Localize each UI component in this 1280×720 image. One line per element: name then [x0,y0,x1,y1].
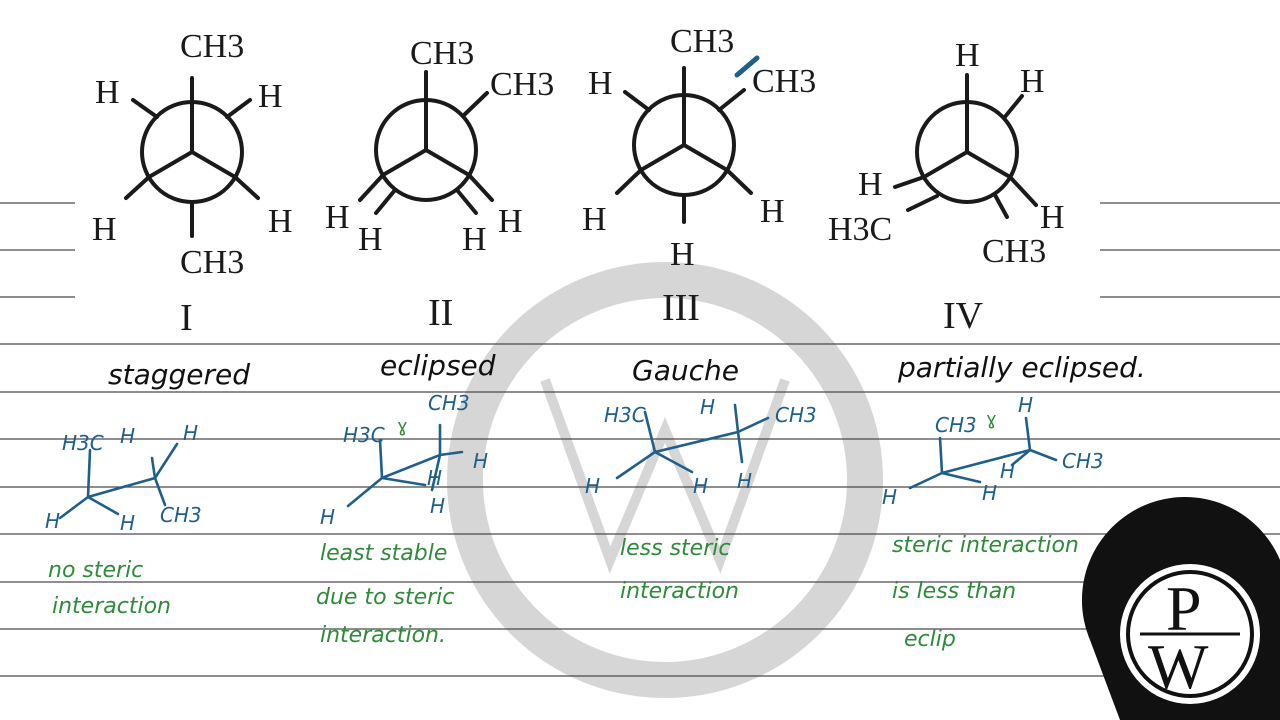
s2-h3: H [430,494,445,518]
note-gauche: less steric interaction [620,536,739,604]
svg-text:interaction: interaction [52,594,171,619]
sawhorse-partially-eclipsed: CH3 ɣ H CH3 H H H [882,393,1104,509]
s2-h1: H [473,449,488,473]
sawhorse-gauche: H3C H CH3 H H H [585,395,817,498]
sawhorse-eclipsed: H3C CH3 ɣ H H H H [320,391,488,529]
svg-text:interaction.: interaction. [320,623,446,648]
p1-lr-label: H [268,203,293,240]
s1-h2: H [183,421,198,445]
s3-h2: H [585,474,600,498]
p3-lr-label: H [760,193,785,230]
s3-h3c: H3C [604,403,646,427]
p1-numeral: I [180,297,193,339]
svg-text:least stable: least stable [320,541,447,566]
s2-mark: ɣ [397,416,408,437]
svg-text:is less than: is less than [892,579,1016,604]
s1-h1: H [120,424,135,448]
p4-r2-label: CH3 [982,233,1046,270]
p2-top-label: CH3 [410,35,474,72]
pen-mark [734,55,760,78]
p2-r2-label: H [498,203,523,240]
svg-text:due to steric: due to steric [316,585,454,610]
p2-ur-label: CH3 [490,66,554,103]
p4-ur-label: H [1020,63,1045,100]
svg-text:no steric: no steric [48,558,143,583]
heading-staggered: staggered [108,358,250,391]
s2-h2: H [427,466,442,490]
heading-gauche: Gauche [632,354,739,387]
s1-h3: H [45,509,60,533]
watermark-logo [447,262,883,698]
s3-ch3: CH3 [775,403,817,427]
p2-l1-label: H [325,199,350,236]
svg-text:steric interaction: steric interaction [892,533,1079,558]
p1-ul-label: H [95,74,120,111]
s3-h4: H [737,469,752,493]
note-eclipsed: least stable due to steric interaction. [316,541,454,648]
s4-ch3b: CH3 [1062,449,1104,473]
p4-l2-label: H3C [828,211,892,248]
p1-bottom-label: CH3 [180,244,244,281]
p4-top-label: H [955,37,980,74]
s4-mark: ɣ [986,409,997,430]
s3-h1: H [700,395,715,419]
s4-h1: H [1018,393,1033,417]
p2-r1-label: H [462,221,487,258]
heading-eclipsed: eclipsed [380,349,496,382]
s2-ch3: CH3 [428,391,470,415]
s2-h3c: H3C [343,423,385,447]
p4-numeral: IV [943,295,984,337]
p3-numeral: III [662,287,700,329]
s4-h2: H [1000,459,1015,483]
note-staggered: no steric interaction [48,558,171,619]
pw-logo-w: W [1148,631,1209,702]
p4-r1-label: H [1040,199,1065,236]
pw-logo-p: P [1166,573,1202,644]
p4-l1-label: H [858,166,883,203]
svg-text:eclip: eclip [904,627,956,652]
pw-logo: P W [1081,496,1280,720]
s2-h4: H [320,505,335,529]
s4-h3: H [982,481,997,505]
newman-projection-1: CH3 H H H H CH3 I [92,28,293,339]
heading-partially-eclipsed: partially eclipsed. [897,351,1146,384]
p1-ll-label: H [92,211,117,248]
s4-h4: H [882,485,897,509]
p3-ll-label: H [582,201,607,238]
s3-h3: H [693,474,708,498]
sawhorse-staggered: H3C H H H H CH3 [45,421,202,535]
p3-bottom-label: H [670,236,695,273]
p1-ur-label: H [258,78,283,115]
svg-text:less steric: less steric [620,536,730,561]
notebook-lines [0,202,1280,677]
newman-projection-2: CH3 CH3 H H H H II [325,35,554,334]
s1-h4: H [120,511,135,535]
p3-top-label: CH3 [670,23,734,60]
p3-ur-label: CH3 [752,63,816,100]
s1-ch3: CH3 [160,503,202,527]
p3-ul-label: H [588,65,613,102]
newman-projection-4: H H H H3C H CH3 IV [828,37,1065,337]
newman-projection-3: CH3 CH3 H H H H III [582,23,816,329]
s1-h3c: H3C [62,431,104,455]
p1-top-label: CH3 [180,28,244,65]
s4-ch3a: CH3 [935,413,977,437]
p2-l2-label: H [358,221,383,258]
note-partially-eclipsed: steric interaction is less than eclip [892,533,1079,652]
svg-text:interaction: interaction [620,579,739,604]
p2-numeral: II [428,292,453,334]
